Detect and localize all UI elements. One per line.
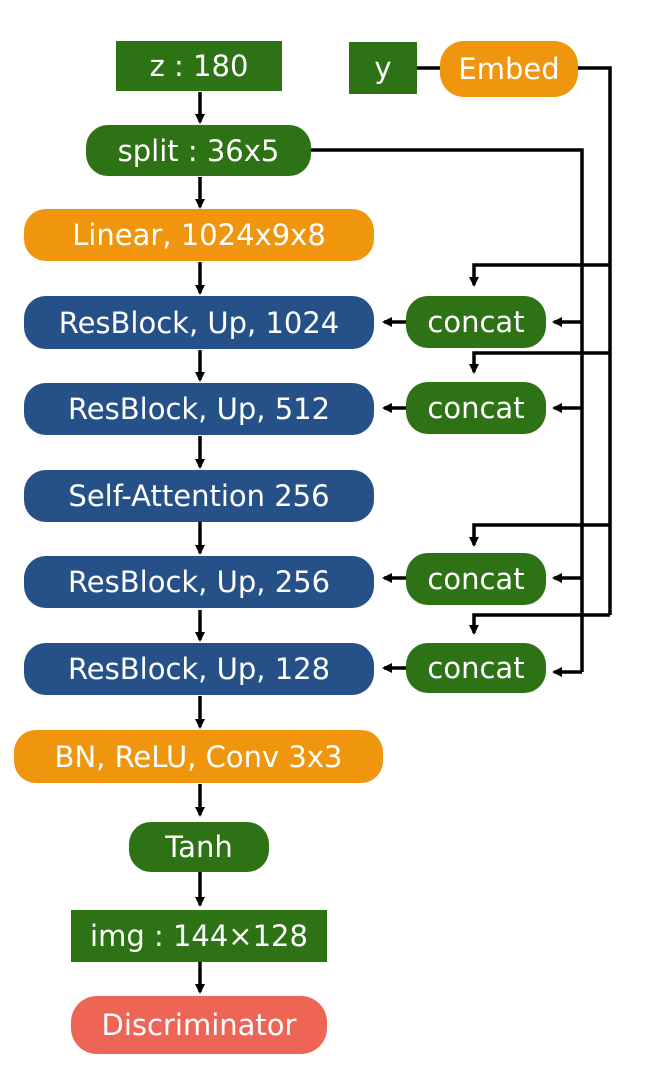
embed-to-concat4 (469, 613, 610, 635)
self-attention-node: Self-Attention 256 (24, 470, 374, 522)
embed-node: Embed (440, 41, 578, 97)
split-bus (310, 148, 584, 672)
embed-to-concat3 (469, 523, 610, 547)
tanh-node: Tanh (129, 822, 269, 872)
split-node: split : 36x5 (86, 125, 311, 176)
resblock-128-node: ResBlock, Up, 128 (24, 643, 374, 695)
y-input-node: y (349, 42, 417, 94)
embed-bus (578, 66, 612, 615)
embed-to-concat1 (469, 263, 610, 287)
concat-3-node: concat (406, 553, 546, 605)
linear-node: Linear, 1024x9x8 (24, 209, 374, 261)
z-input-node: z : 180 (116, 41, 282, 91)
bn-relu-conv-node: BN, ReLU, Conv 3x3 (14, 730, 383, 783)
concat-1-node: concat (406, 296, 546, 348)
concat-2-node: concat (406, 382, 546, 434)
img-output-node: img : 144×128 (71, 910, 327, 962)
embed-to-concat2 (469, 351, 610, 374)
concat-4-node: concat (406, 643, 546, 693)
resblock-256-node: ResBlock, Up, 256 (24, 556, 374, 608)
discriminator-node: Discriminator (71, 996, 327, 1054)
resblock-512-node: ResBlock, Up, 512 (24, 383, 374, 435)
resblock-1024-node: ResBlock, Up, 1024 (24, 296, 374, 349)
